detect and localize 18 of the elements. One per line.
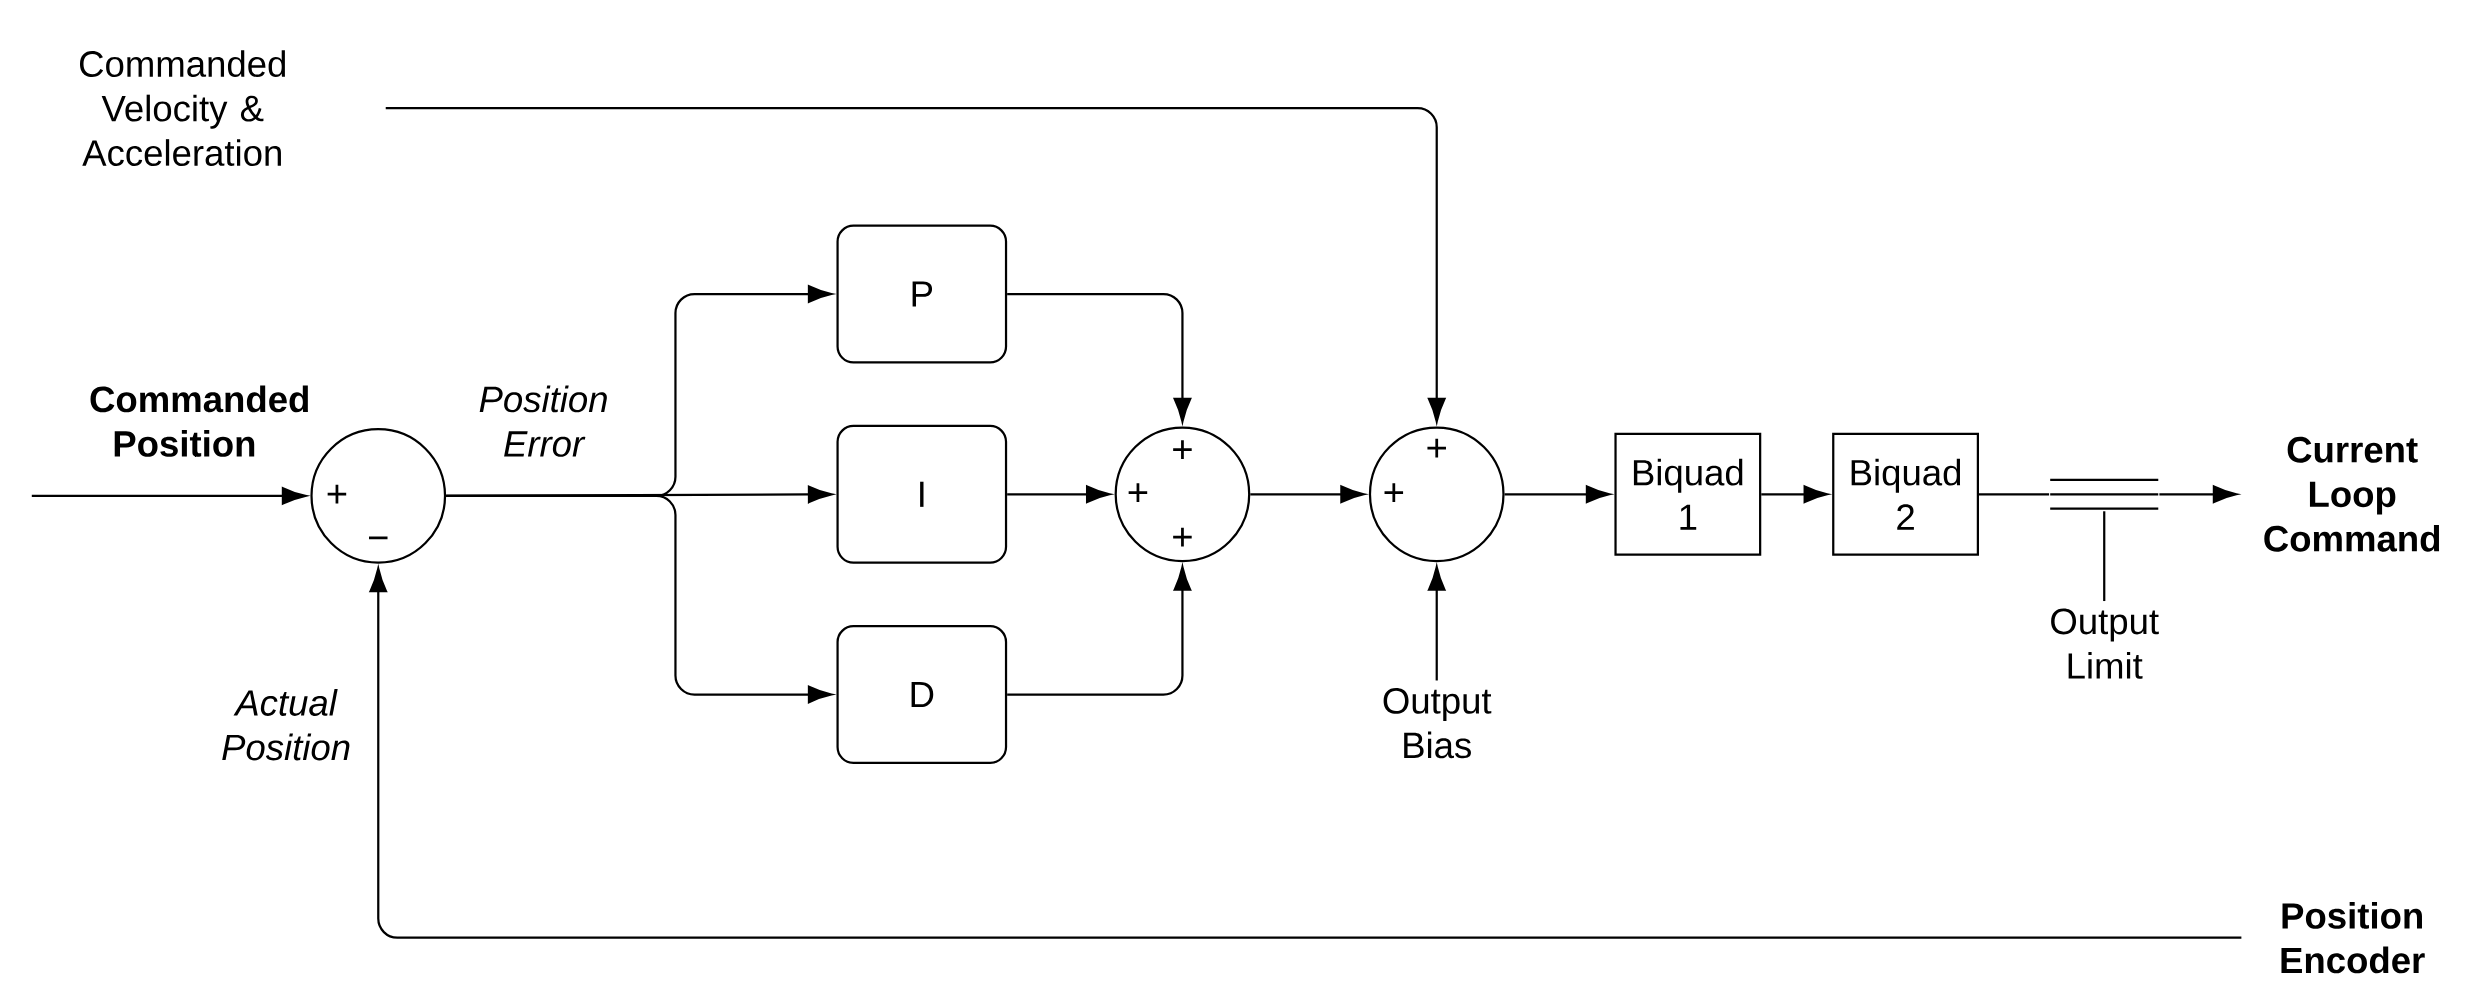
filter-box: Biquad 2 xyxy=(1832,432,1979,556)
signal-label: Position Encoder xyxy=(2281,902,2425,974)
signal-label: Output Limit xyxy=(2051,608,2159,679)
arrow xyxy=(1504,485,1611,504)
signal-label: Commanded Velocity & Acceleration xyxy=(80,50,285,166)
arrow xyxy=(369,567,2242,939)
summing-junction: + + xyxy=(1368,426,1505,563)
summing-junction: + − xyxy=(310,428,447,564)
summing-junction: + + + xyxy=(1114,426,1251,563)
limiter-drawing xyxy=(2049,478,2160,510)
block-box: I xyxy=(836,424,1008,564)
edge-label: Actual Position xyxy=(203,685,369,764)
arrow xyxy=(1761,485,1829,504)
signal-label: Output Bias xyxy=(1383,687,1492,759)
filter-box: Biquad 1 xyxy=(1614,432,1762,556)
signal-label: Current Loop Command xyxy=(2264,436,2440,552)
edge-label: Commanded Position xyxy=(85,382,308,460)
block-box: D xyxy=(836,625,1008,764)
